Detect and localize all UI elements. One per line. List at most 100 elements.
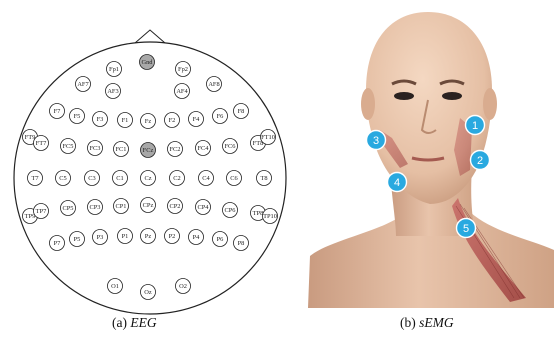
electrode-label: FC4 <box>197 145 209 152</box>
electrode-fc2: FC2 <box>168 142 183 157</box>
electrode-label: P1 <box>122 233 129 240</box>
electrode-label: AF7 <box>77 81 89 88</box>
eeg-montage-diagram: GndFp1Fp2AF7AF3AF4AF8F7F5F3F1FzF2F4F6F8F… <box>0 0 300 315</box>
electrode-label: Fp2 <box>178 66 188 73</box>
electrode-cpz: CPz <box>141 198 156 213</box>
electrode-label: CP5 <box>62 205 73 212</box>
electrode-fc3: FC3 <box>88 141 103 156</box>
electrode-label: T8 <box>260 175 267 182</box>
electrode-c2: C2 <box>170 171 185 186</box>
caption-semg-prefix: (b) <box>400 315 419 330</box>
electrode-label: P4 <box>193 234 201 241</box>
electrode-label: CP1 <box>115 203 126 210</box>
electrode-label: P5 <box>74 236 81 243</box>
electrode-fc6: FC6 <box>223 139 238 154</box>
electrode-label: TP8 <box>253 210 264 217</box>
electrode-label: P6 <box>217 236 224 243</box>
electrode-label: T7 <box>31 175 39 182</box>
electrode-label: TP9 <box>25 213 36 220</box>
electrode-label: FC1 <box>115 146 126 153</box>
right-eye <box>442 92 462 100</box>
electrode-label: FC3 <box>89 145 100 152</box>
marker-label: 3 <box>373 135 379 147</box>
electrode-label: Cz <box>144 175 151 182</box>
electrode-label: C6 <box>230 175 237 182</box>
semg-marker-5: 5 <box>457 219 476 238</box>
electrode-c6: C6 <box>227 171 242 186</box>
electrode-cz: Cz <box>141 171 156 186</box>
caption-eeg-title: EEG <box>130 315 156 330</box>
electrode-fc5: FC5 <box>61 139 76 154</box>
head <box>366 12 492 204</box>
electrode-cp5: CP5 <box>61 201 76 216</box>
electrode-label: F4 <box>193 116 201 123</box>
semg-marker-1: 1 <box>466 116 485 135</box>
marker-label: 1 <box>472 120 478 132</box>
electrode-f4: F4 <box>189 112 204 127</box>
electrode-label: CP6 <box>224 207 235 214</box>
caption-semg: (b) sEMG <box>400 315 454 331</box>
electrode-label: F3 <box>97 116 104 123</box>
electrode-o1: O1 <box>108 279 123 294</box>
electrode-af3: AF3 <box>106 84 121 99</box>
electrode-label: C5 <box>59 175 66 182</box>
semg-marker-4: 4 <box>388 173 407 192</box>
electrode-label: O2 <box>179 283 187 290</box>
electrode-oz: Oz <box>141 285 156 300</box>
electrode-p4: P4 <box>189 230 204 245</box>
right-ear <box>483 88 497 120</box>
caption-eeg-prefix: (a) <box>112 315 130 330</box>
electrode-label: C2 <box>173 175 180 182</box>
electrode-label: F8 <box>238 108 245 115</box>
caption-semg-title: sEMG <box>419 315 454 330</box>
electrode-label: Fp1 <box>109 66 119 73</box>
electrode-t8: T8 <box>257 171 272 186</box>
electrode-label: P7 <box>54 240 62 247</box>
electrode-ft7: FT7 <box>34 136 49 151</box>
electrode-fcz: FCz <box>141 143 156 158</box>
electrode-p6: P6 <box>213 232 228 247</box>
electrode-label: Pz <box>145 233 152 240</box>
electrode-label: O1 <box>111 283 119 290</box>
electrode-fz: Fz <box>141 114 156 129</box>
electrode-label: FC2 <box>169 146 180 153</box>
electrode-label: TP10 <box>263 213 277 220</box>
electrode-label: P2 <box>169 233 176 240</box>
electrode-p1: P1 <box>118 229 133 244</box>
electrode-ft10: FT10 <box>261 130 276 145</box>
electrode-fc1: FC1 <box>114 142 129 157</box>
electrode-fc4: FC4 <box>196 141 211 156</box>
electrode-c3: C3 <box>85 171 100 186</box>
electrode-label: F5 <box>74 113 81 120</box>
electrode-label: FT7 <box>36 140 47 147</box>
electrode-label: C4 <box>202 175 210 182</box>
electrode-fp1: Fp1 <box>107 62 122 77</box>
electrode-label: F7 <box>54 108 62 115</box>
semg-face-diagram: 1 2 3 4 5 <box>300 0 554 315</box>
electrode-p7: P7 <box>50 236 65 251</box>
electrode-f7: F7 <box>50 104 65 119</box>
electrode-f2: F2 <box>165 113 180 128</box>
electrode-p2: P2 <box>165 229 180 244</box>
electrode-f3: F3 <box>93 112 108 127</box>
electrode-label: P8 <box>238 240 245 247</box>
electrode-label: FC6 <box>224 143 235 150</box>
electrode-label: Oz <box>144 289 152 296</box>
left-ear <box>361 88 375 120</box>
electrode-o2: O2 <box>176 279 191 294</box>
electrode-cp4: CP4 <box>196 200 211 215</box>
electrode-label: FCz <box>143 147 154 154</box>
semg-marker-2: 2 <box>471 151 490 170</box>
electrode-p3: P3 <box>93 230 108 245</box>
nose <box>135 30 165 43</box>
electrode-label: AF8 <box>208 81 219 88</box>
electrode-label: FC5 <box>62 143 73 150</box>
electrode-p5: P5 <box>70 232 85 247</box>
electrode-c4: C4 <box>199 171 214 186</box>
electrode-pz: Pz <box>141 229 156 244</box>
electrode-f6: F6 <box>213 109 228 124</box>
electrode-cp6: CP6 <box>223 203 238 218</box>
electrode-p8: P8 <box>234 236 249 251</box>
electrode-af8: AF8 <box>207 77 222 92</box>
